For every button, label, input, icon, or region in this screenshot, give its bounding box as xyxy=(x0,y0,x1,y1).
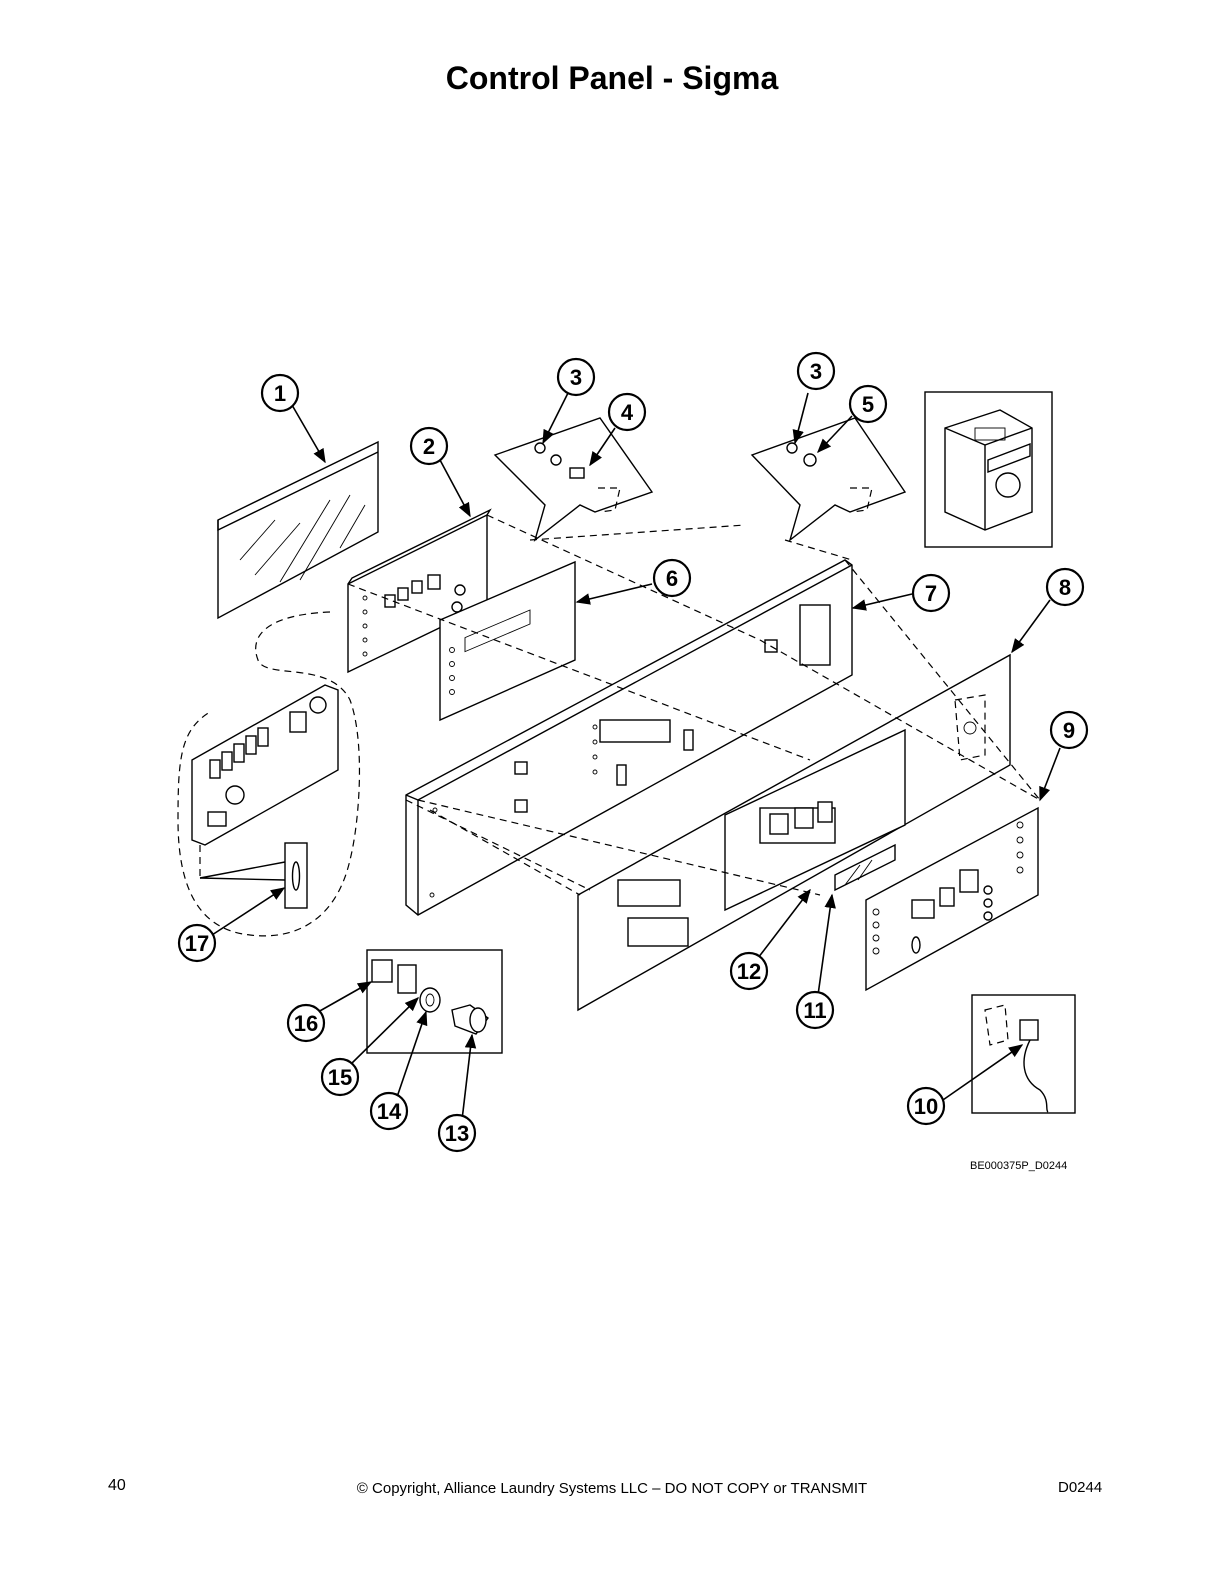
callout-11: 11 xyxy=(795,990,835,1030)
svg-text:4: 4 xyxy=(621,400,634,425)
callout-13: 13 xyxy=(437,1113,477,1153)
leader-lines xyxy=(211,392,1061,1121)
svg-text:6: 6 xyxy=(666,566,678,591)
svg-text:17: 17 xyxy=(185,931,209,956)
footer-copyright: © Copyright, Alliance Laundry Systems LL… xyxy=(356,1480,868,1497)
callout-7: 7 xyxy=(911,573,951,613)
callout-12: 12 xyxy=(729,951,769,991)
svg-text:14: 14 xyxy=(377,1099,402,1124)
inset-fastener-right xyxy=(750,417,907,542)
svg-text:13: 13 xyxy=(445,1121,469,1146)
callout-8: 8 xyxy=(1045,567,1085,607)
part-bracket-plate xyxy=(439,560,576,722)
callout-4: 4 xyxy=(607,392,647,432)
inset-fastener-left xyxy=(493,417,654,542)
svg-text:5: 5 xyxy=(862,392,874,417)
footer-doc-code: D0244 xyxy=(1058,1479,1103,1496)
callout-9: 9 xyxy=(1049,710,1089,750)
page-title: Control Panel - Sigma xyxy=(445,60,779,96)
figure-code: BE000375P_D0244 xyxy=(970,1160,1068,1172)
callout-6: 6 xyxy=(652,558,692,598)
footer-page-number: 40 xyxy=(108,1477,126,1494)
callout-10: 10 xyxy=(906,1086,946,1126)
svg-text:15: 15 xyxy=(328,1065,352,1090)
svg-text:10: 10 xyxy=(914,1094,938,1119)
svg-text:11: 11 xyxy=(803,998,826,1023)
callout-16: 16 xyxy=(286,1003,326,1043)
callout-3-right: 3 xyxy=(796,351,836,391)
svg-text:16: 16 xyxy=(294,1011,318,1036)
callout-17: 17 xyxy=(177,923,217,963)
svg-text:9: 9 xyxy=(1063,718,1075,743)
svg-text:3: 3 xyxy=(570,365,582,390)
svg-text:2: 2 xyxy=(423,434,435,459)
svg-text:12: 12 xyxy=(737,959,761,984)
callout-14: 14 xyxy=(369,1091,409,1131)
callout-2: 2 xyxy=(409,426,449,466)
inset-cable xyxy=(971,994,1076,1114)
svg-text:8: 8 xyxy=(1059,575,1071,600)
inset-machine-location xyxy=(924,391,1053,548)
svg-text:1: 1 xyxy=(274,381,286,406)
callout-5: 5 xyxy=(848,384,888,424)
callout-1: 1 xyxy=(260,373,300,413)
part-keypad-label xyxy=(865,806,1039,992)
part-cover-glass xyxy=(217,440,379,620)
callout-15: 15 xyxy=(320,1057,360,1097)
svg-text:3: 3 xyxy=(810,359,822,384)
assembly-dash-lines xyxy=(347,514,1041,896)
part-display-window xyxy=(724,728,906,912)
svg-text:7: 7 xyxy=(925,581,937,606)
part-controller-board xyxy=(177,611,361,937)
callout-3-left: 3 xyxy=(556,357,596,397)
inset-key-switch xyxy=(366,949,503,1054)
